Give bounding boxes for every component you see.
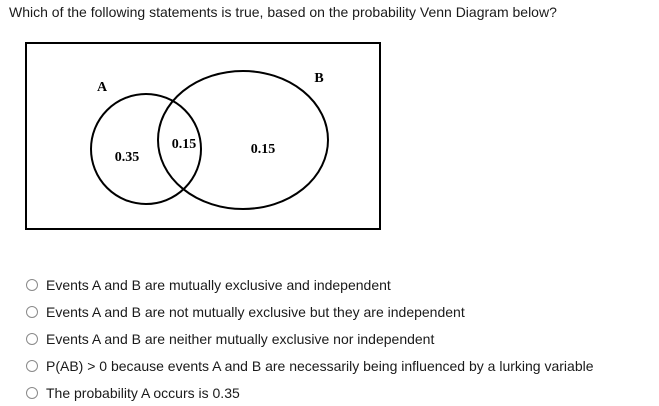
sample-space-box (25, 42, 381, 230)
radio-button-icon[interactable] (26, 386, 38, 399)
radio-button-icon[interactable] (26, 305, 38, 318)
answer-option-1[interactable]: Events A and B are mutually exclusive an… (26, 271, 594, 298)
question-text: Which of the following statements is tru… (9, 4, 557, 20)
answer-option-label: Events A and B are mutually exclusive an… (46, 276, 391, 293)
intersection-value: 0.15 (172, 137, 197, 152)
venn-diagram: A B 0.35 0.15 0.15 (25, 42, 381, 230)
answer-option-2[interactable]: Events A and B are not mutually exclusiv… (26, 298, 594, 325)
answer-option-4[interactable]: P(AB) > 0 because events A and B are nec… (26, 352, 594, 379)
answer-option-3[interactable]: Events A and B are neither mutually excl… (26, 325, 594, 352)
answer-option-label: Events A and B are neither mutually excl… (46, 330, 435, 347)
set-a-circle (90, 93, 202, 205)
answer-option-label: The probability A occurs is 0.35 (46, 384, 240, 401)
a-only-value: 0.35 (115, 150, 140, 165)
set-b-label: B (314, 71, 323, 86)
radio-button-icon[interactable] (26, 332, 38, 345)
set-b-circle (157, 70, 329, 210)
set-a-label: A (97, 80, 108, 95)
radio-button-icon[interactable] (26, 359, 38, 372)
answer-options: Events A and B are mutually exclusive an… (26, 271, 594, 406)
answer-option-label: Events A and B are not mutually exclusiv… (46, 303, 465, 320)
radio-button-icon[interactable] (26, 278, 38, 291)
answer-option-5[interactable]: The probability A occurs is 0.35 (26, 379, 594, 406)
b-only-value: 0.15 (251, 142, 276, 157)
answer-option-label: P(AB) > 0 because events A and B are nec… (46, 357, 594, 374)
